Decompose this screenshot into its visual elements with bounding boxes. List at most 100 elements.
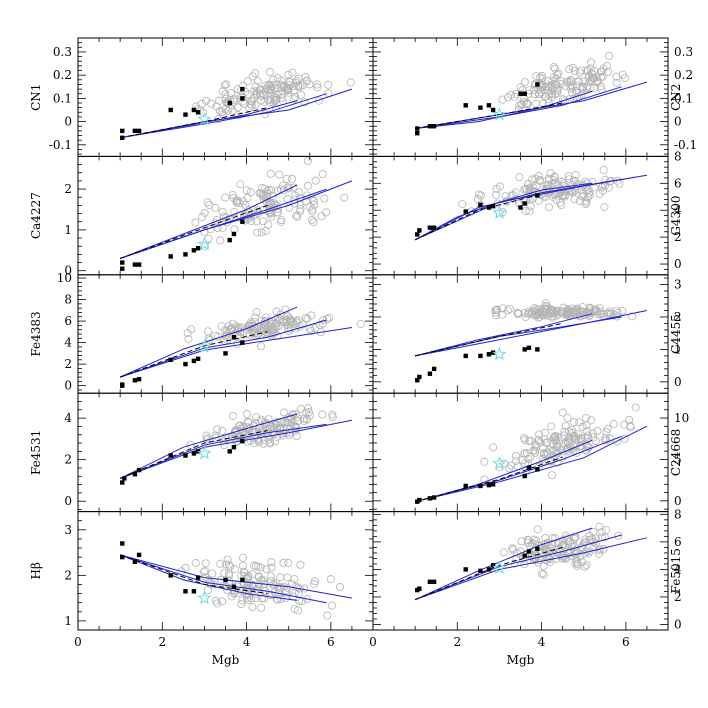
- galaxy-point: [587, 76, 596, 85]
- galaxy-point: [541, 299, 550, 308]
- galaxy-point: [489, 443, 498, 452]
- cluster-point: [478, 202, 483, 208]
- galaxy-point: [264, 186, 273, 195]
- model-line: [414, 425, 648, 503]
- cluster-point: [231, 445, 237, 450]
- cluster-point: [132, 378, 138, 383]
- galaxy-point: [229, 589, 238, 598]
- star-marker: [197, 339, 212, 353]
- galaxy-point: [525, 548, 534, 557]
- galaxy-point: [221, 90, 230, 99]
- cluster-point: [120, 541, 125, 546]
- galaxy-point: [296, 404, 305, 413]
- galaxy-point: [492, 311, 501, 320]
- galaxy-point: [291, 427, 300, 436]
- galaxy-point: [533, 525, 542, 534]
- panel-frame: [77, 392, 374, 513]
- panel-plot-area: [415, 51, 648, 136]
- galaxy-point: [296, 204, 305, 213]
- cluster-point: [195, 110, 201, 115]
- y-axis-label: Ca4227: [29, 192, 43, 239]
- galaxy-point: [521, 206, 530, 215]
- galaxy-point: [225, 571, 234, 580]
- galaxy-point: [201, 559, 210, 568]
- galaxy-point: [582, 198, 591, 207]
- galaxy-point: [628, 312, 637, 321]
- cluster-point: [191, 451, 197, 456]
- cluster-point: [522, 553, 527, 558]
- model-line-dashed: [119, 554, 268, 595]
- galaxy-point: [335, 582, 344, 591]
- cluster-point: [518, 91, 523, 96]
- galaxy-point: [570, 307, 579, 316]
- cluster-point: [490, 563, 496, 568]
- galaxy-point: [275, 316, 284, 325]
- model-line: [119, 319, 327, 378]
- galaxy-point: [267, 558, 276, 567]
- galaxy-point: [307, 326, 316, 335]
- galaxy-point: [203, 198, 212, 207]
- galaxy-point: [286, 78, 295, 87]
- galaxy-point: [546, 557, 555, 566]
- galaxy-point: [510, 92, 519, 101]
- galaxy-point: [539, 443, 548, 452]
- galaxy-point: [508, 544, 517, 553]
- galaxy-point: [582, 561, 591, 570]
- cluster-point: [522, 91, 527, 96]
- galaxy-point: [547, 422, 556, 431]
- cluster-point: [120, 554, 125, 560]
- y-tick-label: 2: [64, 453, 72, 467]
- galaxy-point: [203, 327, 212, 336]
- galaxy-point: [560, 191, 569, 200]
- galaxy-point: [581, 446, 590, 455]
- model-line-dashed: [415, 102, 563, 129]
- galaxy-point: [283, 573, 292, 582]
- y-tick-label: -0.1: [49, 138, 72, 152]
- cluster-point: [120, 128, 125, 134]
- galaxy-point: [251, 419, 260, 428]
- galaxy-point: [556, 80, 565, 89]
- galaxy-point: [238, 553, 247, 562]
- galaxy-point: [253, 228, 262, 237]
- galaxy-point: [625, 415, 634, 424]
- galaxy-point: [546, 169, 555, 178]
- y-tick-label: 3: [674, 278, 682, 292]
- galaxy-point: [570, 195, 579, 204]
- galaxy-point: [282, 86, 291, 95]
- galaxy-point: [216, 559, 225, 568]
- galaxy-point: [507, 461, 516, 470]
- galaxy-point: [534, 313, 543, 322]
- y-axis-label: CN1: [29, 84, 43, 111]
- galaxy-point: [595, 522, 604, 531]
- cluster-point: [535, 347, 540, 352]
- galaxy-point: [282, 588, 291, 597]
- galaxy-point: [567, 84, 576, 93]
- galaxy-point: [292, 77, 301, 86]
- galaxy-point: [618, 306, 627, 315]
- galaxy-point: [537, 71, 546, 80]
- galaxy-point: [233, 339, 242, 348]
- galaxy-point: [276, 583, 285, 592]
- x-tick-label: 6: [622, 635, 630, 649]
- galaxy-point: [290, 422, 299, 431]
- galaxy-point: [277, 80, 286, 89]
- galaxy-point: [516, 83, 525, 92]
- galaxy-point: [498, 208, 507, 217]
- galaxy-point: [498, 95, 507, 104]
- galaxy-point: [522, 185, 531, 194]
- cluster-point: [227, 100, 232, 106]
- y-tick-label: 0: [674, 257, 682, 271]
- galaxy-point: [534, 310, 543, 319]
- galaxy-point: [291, 582, 300, 591]
- cluster-point: [518, 205, 523, 210]
- cluster-point: [136, 128, 142, 134]
- cluster-point: [417, 497, 422, 503]
- y-tick-label: 0: [64, 264, 72, 278]
- galaxy-point: [327, 601, 336, 610]
- galaxy-point: [476, 191, 485, 200]
- cluster-point: [535, 546, 540, 551]
- galaxy-point: [275, 170, 284, 179]
